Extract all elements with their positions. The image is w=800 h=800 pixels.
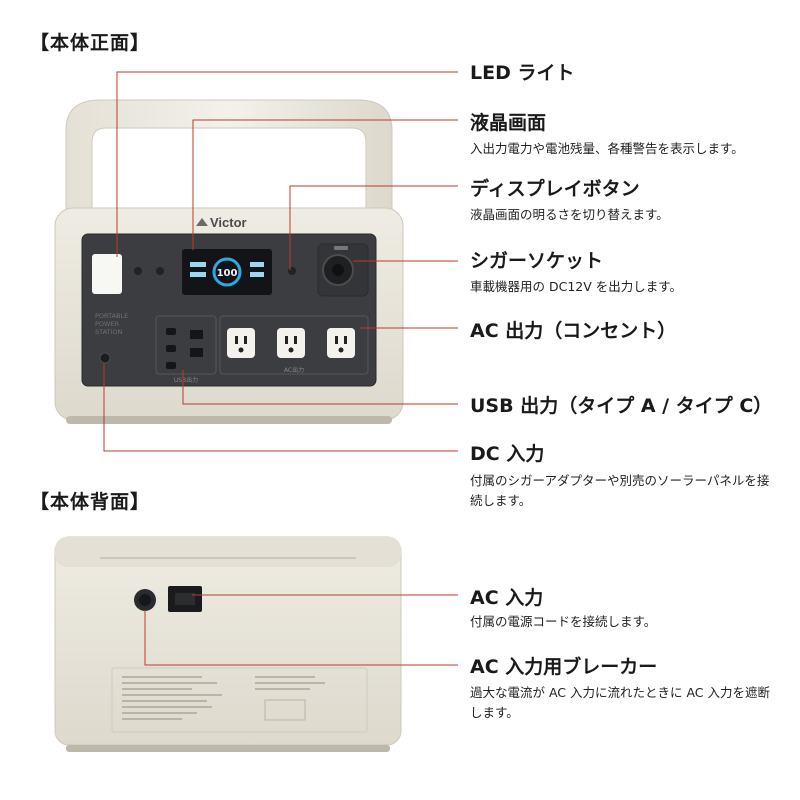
- usb-c-port: [166, 345, 176, 352]
- callout-ac-output-title: AC 出力（コンセント）: [470, 320, 677, 342]
- callout-usb-title: USB 出力（タイプ A / タイプ C）: [470, 395, 773, 417]
- usb-a-port: [190, 330, 203, 339]
- callout-dc-input-desc: 付属のシガーアダプターや別売のソーラーパネルを接続します。: [470, 473, 770, 508]
- callout-lcd-desc: 入出力電力や電池残量、各種警告を表示します。: [470, 141, 744, 156]
- callout-ac-input-desc: 付属の電源コードを接続します。: [470, 614, 657, 629]
- svg-text:POWER: POWER: [95, 320, 120, 328]
- ac-outlet: [327, 328, 355, 358]
- usb-out-label: USB出力: [174, 376, 198, 384]
- back-device: [54, 536, 402, 752]
- svg-text:STATION: STATION: [95, 328, 123, 336]
- dc-input-port: [99, 352, 111, 364]
- model-text: PORTABLE POWER STATION: [95, 312, 128, 336]
- callout-ac-input-title: AC 入力: [470, 587, 544, 609]
- brand-text: Victor: [210, 215, 247, 230]
- usb-c-port: [166, 328, 176, 335]
- callout-breaker-title: AC 入力用ブレーカー: [470, 656, 658, 678]
- ac-out-label: AC出力: [284, 366, 304, 374]
- display-value: 100: [217, 268, 238, 279]
- callout-led-title: LED ライト: [470, 62, 575, 84]
- callout-display-button-title: ディスプレイボタン: [470, 178, 640, 200]
- led-light: [92, 254, 122, 294]
- ac-outlet: [227, 328, 255, 358]
- lcd-screen: [182, 249, 272, 295]
- callout-display-button-desc: 液晶画面の明るさを切り替えます。: [470, 207, 669, 222]
- usb-c-port: [166, 362, 176, 369]
- display-button: [288, 267, 296, 275]
- brand-logo: Victor: [196, 215, 247, 230]
- callout-cigar-title: シガーソケット: [470, 250, 604, 272]
- ac-outlet: [277, 328, 305, 358]
- usb-a-port: [190, 348, 203, 357]
- callout-breaker-desc: 過大な電流が AC 入力に流れたときに AC 入力を遮断します。: [470, 685, 771, 720]
- back-section-title: 【本体背面】: [30, 491, 151, 513]
- front-section-title: 【本体正面】: [30, 32, 151, 54]
- callout-cigar-desc: 車載機器用の DC12V を出力します。: [470, 279, 683, 294]
- leader-lines: [103, 71, 458, 666]
- callout-lcd-title: 液晶画面: [470, 112, 547, 134]
- callout-dc-input-title: DC 入力: [470, 443, 545, 465]
- svg-text:PORTABLE: PORTABLE: [95, 312, 128, 320]
- front-device: Victor 100 PORTABLE POWER STATION: [54, 99, 404, 424]
